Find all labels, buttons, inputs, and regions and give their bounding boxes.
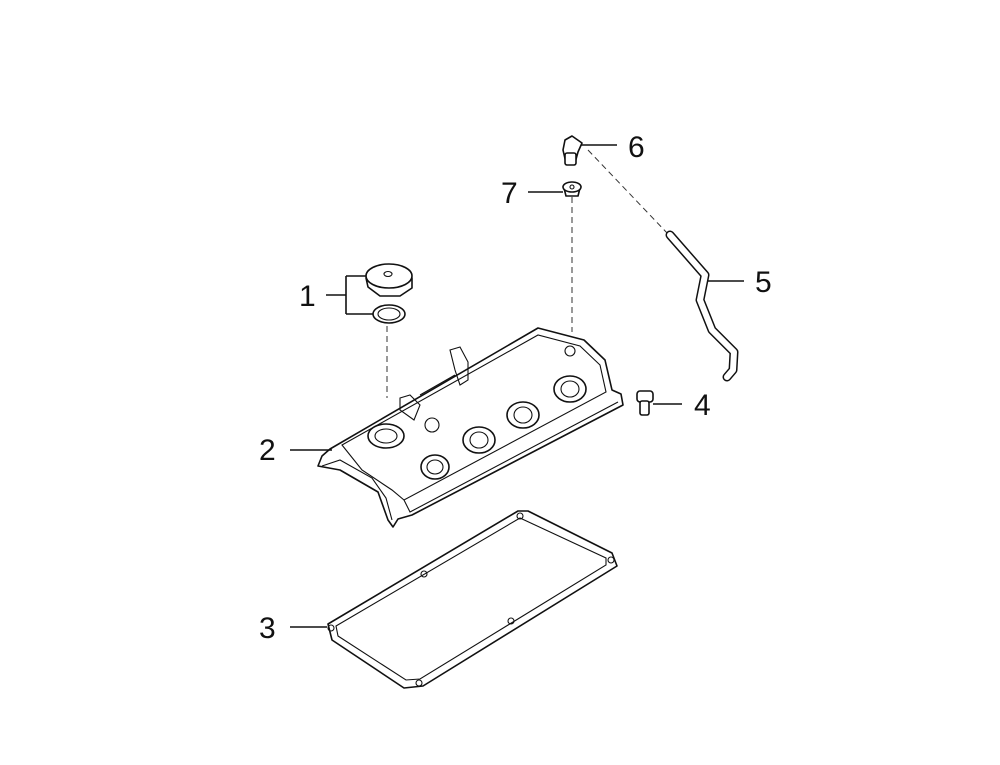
callout-6[interactable]: 6 xyxy=(628,131,645,164)
oil-filler-cap-gasket[interactable] xyxy=(372,304,406,324)
pcv-valve[interactable] xyxy=(562,135,583,166)
valve-cover-gasket[interactable] xyxy=(327,510,618,689)
callout-2[interactable]: 2 xyxy=(259,434,276,467)
callout-1[interactable]: 1 xyxy=(299,280,316,313)
bolt[interactable] xyxy=(636,390,654,416)
callout-3[interactable]: 3 xyxy=(259,612,276,645)
pcv-hose[interactable] xyxy=(665,230,739,382)
grommet[interactable] xyxy=(562,181,582,197)
valve-cover[interactable] xyxy=(317,327,624,528)
callout-4[interactable]: 4 xyxy=(694,389,711,422)
callout-7[interactable]: 7 xyxy=(501,177,518,210)
leader-lines xyxy=(290,144,744,628)
oil-filler-cap[interactable] xyxy=(365,263,413,297)
callout-5[interactable]: 5 xyxy=(755,266,772,299)
